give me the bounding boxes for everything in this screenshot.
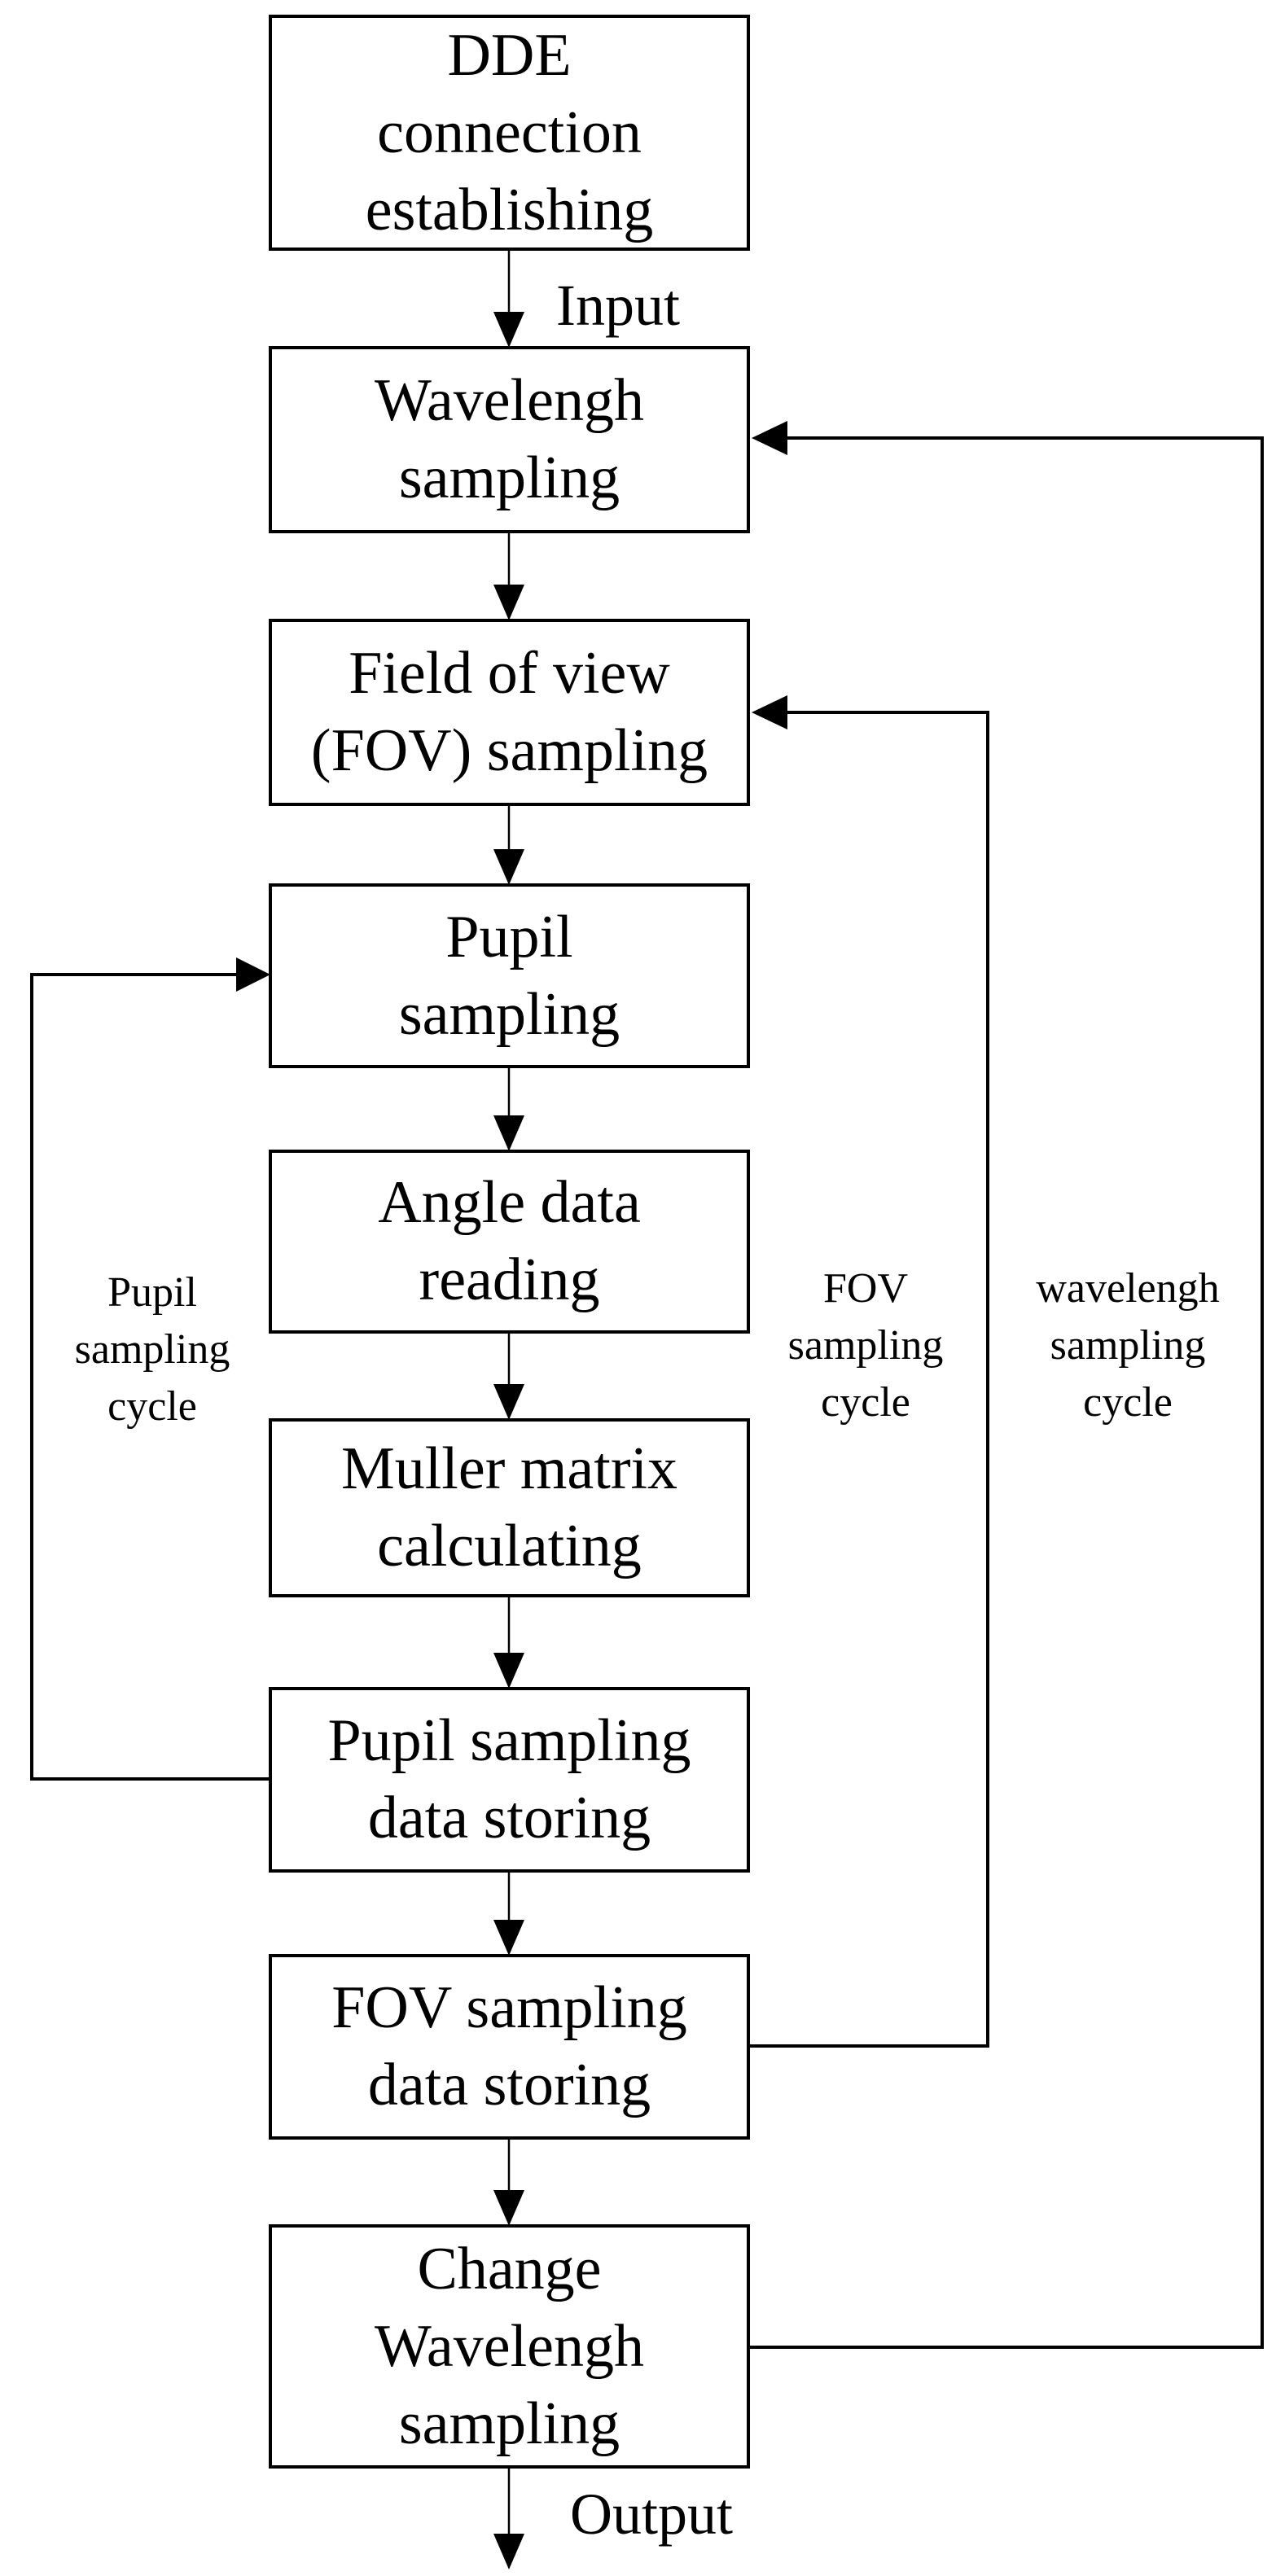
loop-line (748, 711, 989, 2048)
node-fov-data-storing: FOV sampling data storing (269, 1954, 750, 2140)
fov-cycle-label: FOV sampling cycle (787, 1265, 944, 1426)
arrow-fov-to-pupil (493, 806, 524, 885)
fov-cycle-loop (748, 695, 989, 2048)
arrowhead-down-icon (493, 2190, 524, 2226)
arrowhead-down-icon (493, 2534, 524, 2569)
pupil-cycle-loop (30, 957, 270, 1781)
arrow-muller-to-pupilstore (493, 1597, 524, 1689)
arrowhead-down-icon (493, 312, 524, 348)
arrow-pupil-to-angle (493, 1068, 524, 1151)
node-wavelength-sampling: Wavelengh sampling (269, 346, 750, 533)
node-dde-connection: DDE connection establishing (269, 15, 750, 251)
node-change-wavelength: Change Wavelengh sampling (269, 2224, 750, 2469)
node-angle-data-reading: Angle data reading (269, 1150, 750, 1334)
arrowhead-down-icon (493, 585, 524, 620)
arrowhead-down-icon (493, 1653, 524, 1689)
arrow-output (493, 2469, 524, 2569)
arrow-input (493, 251, 524, 348)
arrowhead-down-icon (493, 1384, 524, 1420)
arrowhead-left-icon (752, 695, 787, 729)
arrow-fovstore-to-change (493, 2140, 524, 2226)
arrowhead-right-icon (236, 957, 270, 992)
node-pupil-sampling: Pupil sampling (269, 883, 750, 1068)
arrowhead-down-icon (493, 1115, 524, 1151)
wavelength-cycle-loop (748, 421, 1264, 2349)
node-pupil-data-storing: Pupil sampling data storing (269, 1687, 750, 1873)
arrow-pupilstore-to-fovstore (493, 1873, 524, 1956)
arrowhead-left-icon (752, 421, 787, 455)
input-label: Input (556, 273, 680, 338)
pupil-cycle-label: Pupil sampling cycle (74, 1269, 230, 1430)
arrowhead-down-icon (493, 1920, 524, 1956)
node-muller-matrix: Muller matrix calculating (269, 1418, 750, 1597)
loop-line (748, 436, 1264, 2349)
output-label: Output (570, 2482, 734, 2547)
arrowhead-down-icon (493, 849, 524, 885)
arrow-angle-to-muller (493, 1334, 524, 1420)
wavelength-cycle-label: wavelengh sampling cycle (1036, 1265, 1220, 1426)
loop-line (30, 973, 269, 1781)
arrow-wavelength-to-fov (493, 533, 524, 620)
node-fov-sampling: Field of view (FOV) sampling (269, 619, 750, 806)
